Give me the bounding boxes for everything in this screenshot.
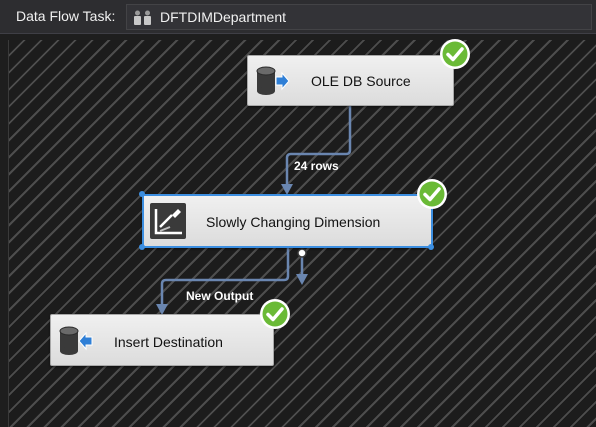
selection-handle-bottom-left[interactable] <box>139 244 145 250</box>
success-check-icon <box>417 179 447 209</box>
selection-handle-top-left[interactable] <box>139 191 145 197</box>
ole-db-source-label: OLE DB Source <box>311 73 411 89</box>
slowly-changing-dimension-icon <box>150 203 186 239</box>
data-flow-task-select[interactable]: DFTDIMDepartment <box>126 4 592 30</box>
flow-label-new-output: New Output <box>186 289 254 303</box>
slowly-changing-dimension-component[interactable]: Slowly Changing Dimension <box>142 194 433 248</box>
slowly-changing-dimension-label: Slowly Changing Dimension <box>206 214 381 230</box>
flow-label-row-count: 24 rows <box>294 159 339 173</box>
success-check-icon <box>440 39 470 69</box>
ole-db-source-component[interactable]: OLE DB Source <box>247 55 454 106</box>
database-destination-icon <box>59 326 93 355</box>
designer-toolbar: Data Flow Task: DFTDIMDepartment <box>0 0 596 34</box>
selection-handle-bottom-right[interactable] <box>428 244 434 250</box>
insert-destination-component[interactable]: Insert Destination <box>50 314 274 366</box>
insert-destination-label: Insert Destination <box>114 334 223 350</box>
success-check-icon <box>260 299 290 329</box>
data-flow-task-icon <box>134 10 151 25</box>
data-flow-task-name: DFTDIMDepartment <box>160 9 287 25</box>
database-source-icon <box>256 66 290 95</box>
data-flow-task-label: Data Flow Task: <box>16 8 116 24</box>
